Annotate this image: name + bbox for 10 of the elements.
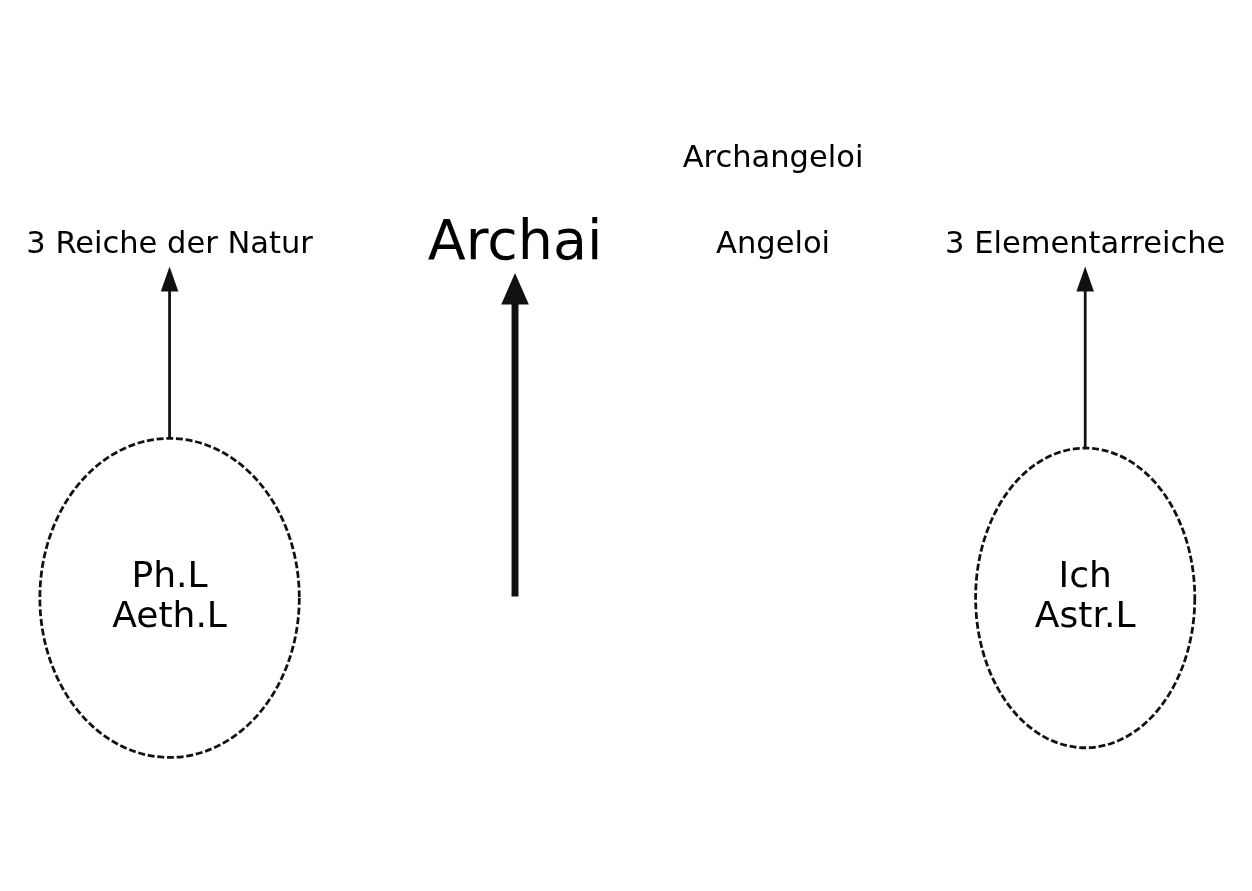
- node-ellipse: Ph.L Aeth.L: [38, 436, 301, 759]
- label: Angeloi: [716, 224, 831, 260]
- arrow: [160, 265, 179, 438]
- arrow: [501, 272, 529, 596]
- node-ellipse: Ich Astr.L: [974, 446, 1197, 749]
- node-text: 3 Reiche der Natur: [26, 224, 313, 260]
- label: Archangeloi: [682, 138, 864, 174]
- node-text: 3 Elementarreiche: [945, 224, 1226, 260]
- node-text: Archai: [427, 206, 603, 272]
- arrow: [1076, 265, 1094, 448]
